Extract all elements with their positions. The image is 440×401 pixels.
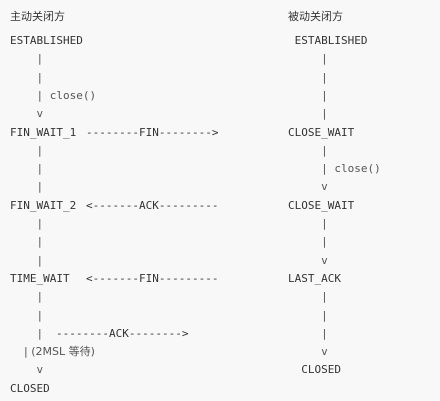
passive-lifeline: | — [288, 308, 328, 322]
active-lifeline: | — [10, 235, 44, 249]
passive-annotation: | close() — [288, 162, 381, 176]
passive-close-heading: 被动关闭方 — [288, 10, 343, 23]
active-lifeline: | — [10, 290, 44, 304]
passive-state-last-ack: LAST_ACK — [288, 271, 341, 285]
active-lifeline: | — [10, 143, 44, 157]
passive-state-established: ESTABLISHED — [288, 34, 368, 47]
passive-lifeline: | — [288, 52, 328, 66]
active-state-fin-wait-2: FIN_WAIT_2 — [10, 198, 77, 212]
active-lifeline: | — [10, 70, 44, 84]
active-lifeline: | — [10, 253, 44, 267]
message-arrow-4: --------ACK--------> — [56, 326, 189, 340]
passive-lifeline: | — [288, 88, 328, 102]
passive-state-closed: CLOSED — [288, 363, 341, 377]
active-annotation: | close() — [10, 88, 97, 102]
passive-lifeline: | — [288, 235, 328, 249]
passive-state-close-wait: CLOSE_WAIT — [288, 198, 355, 212]
active-lifeline: | — [10, 217, 44, 230]
passive-lifeline: | — [288, 70, 328, 84]
active-lifeline: | — [10, 52, 44, 66]
passive-lifeline: | — [288, 107, 328, 121]
active-state-closed: CLOSED — [10, 381, 50, 395]
passive-lifeline: | — [288, 217, 328, 230]
message-arrow-3: <-------FIN--------- — [86, 271, 219, 285]
active-state-established: ESTABLISHED — [10, 34, 83, 47]
passive-state-close-wait: CLOSE_WAIT — [288, 125, 355, 139]
active-lifeline: | — [10, 326, 44, 340]
active-arrow-down: v — [10, 107, 44, 121]
active-state-time-wait: TIME_WAIT — [10, 271, 70, 285]
passive-lifeline: | — [288, 326, 328, 340]
passive-arrow-down: v — [288, 253, 328, 267]
active-close-heading: 主动关闭方 — [10, 10, 65, 23]
passive-arrow-down: v — [288, 180, 328, 194]
active-arrow-down: v — [10, 363, 44, 377]
active-state-fin-wait-1: FIN_WAIT_1 — [10, 125, 77, 139]
active-lifeline: | — [10, 308, 44, 322]
passive-lifeline: | — [288, 290, 328, 304]
active-lifeline: | — [10, 162, 44, 176]
active-annotation: | (2MSL 等待) — [10, 345, 95, 359]
message-arrow-1: --------FIN--------> — [86, 125, 219, 139]
passive-arrow-down: v — [288, 345, 328, 359]
active-lifeline: | — [10, 180, 44, 194]
message-arrow-2: <-------ACK--------- — [86, 198, 219, 212]
passive-lifeline: | — [288, 143, 328, 157]
